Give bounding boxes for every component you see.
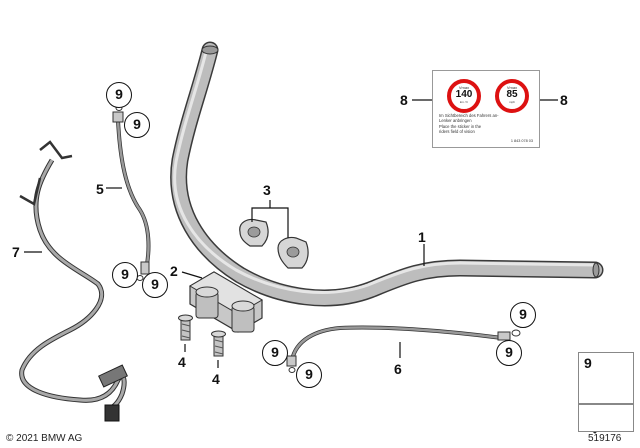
brake-line-lower[interactable] (286, 325, 521, 373)
speed-limit-sticker[interactable]: Vmax 140 km / h Vmax 85 mph Im Sichtbere… (432, 70, 540, 148)
callout-9[interactable]: 9 (296, 362, 322, 388)
callout-5[interactable]: 5 (96, 181, 104, 197)
clamp-insert-right[interactable] (277, 236, 309, 269)
sign-unit: mph (509, 100, 515, 104)
reference-box (578, 352, 634, 404)
bolt-right[interactable] (211, 330, 226, 357)
sign-value: 140 (455, 89, 473, 100)
callout-2[interactable]: 2 (170, 263, 178, 279)
callout-9[interactable]: 9 (142, 272, 168, 298)
callout-9[interactable]: 9 (262, 340, 288, 366)
bolt-left[interactable] (178, 314, 193, 341)
callout-9[interactable]: 9 (510, 302, 536, 328)
callout-7[interactable]: 7 (12, 244, 20, 260)
sign-caption: Vmax (458, 85, 470, 90)
diagram-number: 519176 (588, 433, 622, 444)
callout-9-reference[interactable]: 9 (584, 355, 592, 371)
leader-line (181, 271, 203, 279)
sticker-part-number: 1 843 078 03 (510, 139, 533, 143)
callout-4-right[interactable]: 4 (212, 371, 220, 387)
sticker-note: Im Sichtbereich des Fahrers an- Lenker a… (439, 113, 499, 134)
reference-box-arrow (578, 404, 634, 432)
callout-1[interactable]: 1 (418, 229, 426, 245)
callout-8-right[interactable]: 8 (560, 92, 568, 108)
callout-9[interactable]: 9 (124, 112, 150, 138)
sign-caption: Vmax (506, 85, 518, 90)
speed-sign-kmh: Vmax 140 km / h (447, 79, 481, 113)
callout-9[interactable]: 9 (112, 262, 138, 288)
copyright-text: © 2021 BMW AG (6, 433, 83, 444)
callout-3[interactable]: 3 (263, 182, 271, 198)
sign-value: 85 (506, 89, 518, 100)
callout-4-left[interactable]: 4 (178, 354, 186, 370)
sign-unit: km / h (459, 100, 469, 104)
callout-6[interactable]: 6 (394, 361, 402, 377)
callout-8-left[interactable]: 8 (400, 92, 408, 108)
handlebar-riser[interactable] (189, 271, 263, 333)
callout-9[interactable]: 9 (496, 340, 522, 366)
handlebar[interactable] (170, 41, 604, 307)
callout-9[interactable]: 9 (106, 82, 132, 108)
speed-sign-mph: Vmax 85 mph (495, 79, 529, 113)
brake-line-upper[interactable] (112, 105, 151, 281)
clamp-insert-left[interactable] (239, 218, 269, 247)
clutch-line[interactable] (19, 140, 128, 422)
